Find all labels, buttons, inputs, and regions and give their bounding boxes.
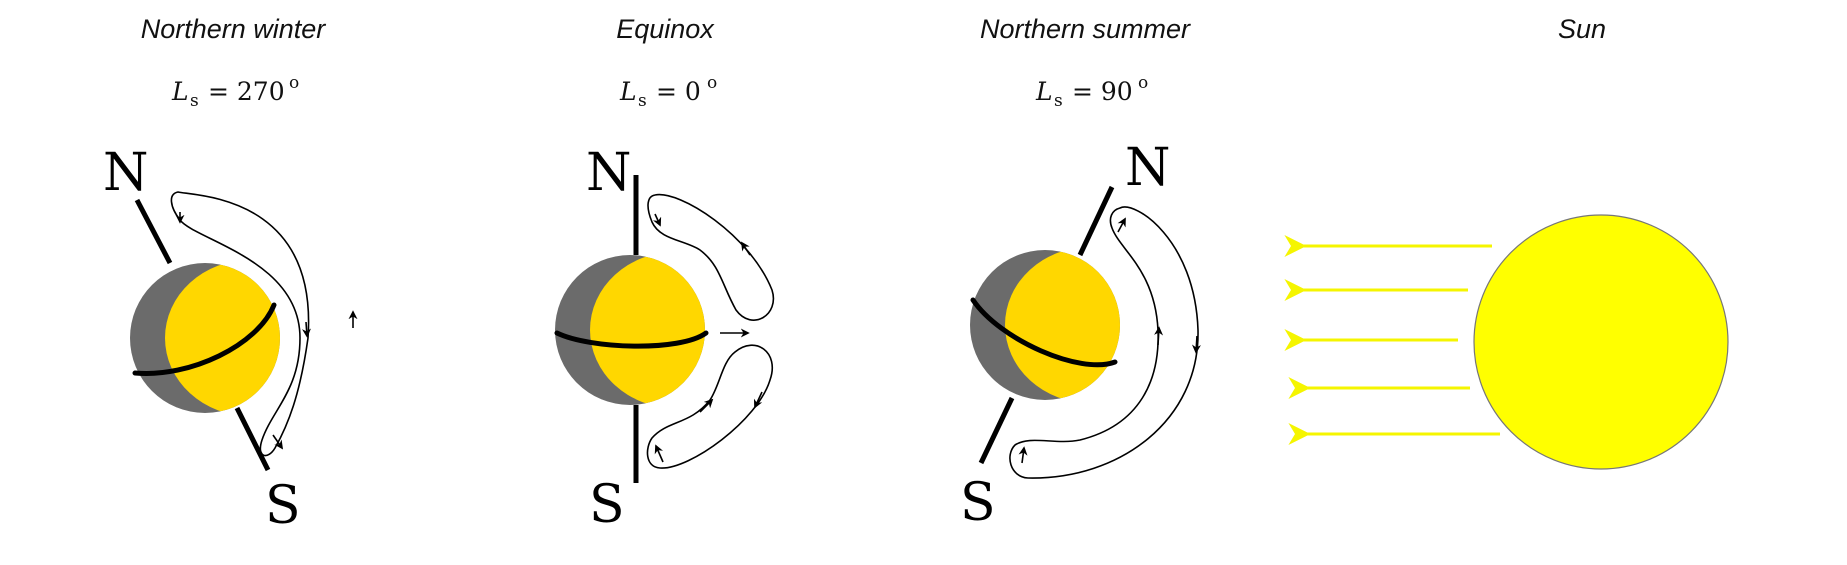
circulation-cell-north <box>647 193 775 321</box>
panel-sun: Sun <box>1284 14 1729 470</box>
south-pole-label: S <box>589 475 625 535</box>
ls-subscript: s <box>1054 91 1063 111</box>
sun-rays <box>1284 235 1500 445</box>
panel-title: Equinox <box>616 14 715 44</box>
flow-arrow <box>301 321 311 338</box>
panel-northern-summer: Northern summer L s = 90 o N S <box>960 14 1201 533</box>
south-pole-label: S <box>265 476 301 536</box>
circulation-cell-south <box>646 344 773 469</box>
panel-title: Northern summer <box>980 14 1191 44</box>
flow-arrow <box>272 434 284 450</box>
equator <box>132 302 277 376</box>
ls-subscript: s <box>638 91 647 111</box>
ls-degree: o <box>289 73 299 93</box>
flow-arrow <box>741 241 751 256</box>
day-side <box>590 255 705 405</box>
ls-degree: o <box>1138 73 1148 93</box>
north-pole-label: N <box>586 143 632 203</box>
circulation-cell <box>1009 206 1201 479</box>
flow-arrow <box>753 391 763 409</box>
equator <box>970 297 1118 368</box>
equator <box>554 330 709 349</box>
panel-equinox: Equinox L s = 0 o N S <box>554 14 775 535</box>
ls-subscript: s <box>190 91 199 111</box>
rotation-axis-south <box>978 396 1015 465</box>
panel-title: Northern winter <box>141 14 327 44</box>
panel-title: Sun <box>1558 14 1606 44</box>
planet <box>970 250 1120 400</box>
ls-symbol: L <box>619 77 637 106</box>
flow-arrow <box>1191 335 1201 354</box>
circulation-loop <box>170 191 310 457</box>
circulation-loop <box>1009 206 1199 479</box>
flow-arrow <box>1018 446 1028 464</box>
ls-symbol: L <box>1035 77 1053 106</box>
ls-degree: o <box>707 73 717 93</box>
solar-longitude-label: L s = 90 o <box>1035 73 1148 111</box>
rotation-axis-north <box>134 198 173 265</box>
circulation-cell <box>170 191 358 457</box>
solar-longitude-label: L s = 0 o <box>619 73 717 111</box>
ls-symbol: L <box>171 77 189 106</box>
ls-value: = 0 <box>656 77 701 106</box>
flow-arrow <box>654 444 664 463</box>
rotation-axis-south <box>234 406 271 472</box>
flow-arrow <box>1154 326 1164 346</box>
planet <box>130 263 280 413</box>
flow-arrow <box>652 213 662 227</box>
north-pole-label: N <box>103 143 149 203</box>
ls-value: = 270 <box>208 77 285 106</box>
planet <box>554 255 709 405</box>
circulation-loop <box>647 193 775 321</box>
south-pole-label: S <box>960 473 996 533</box>
day-side <box>1005 250 1120 400</box>
solar-longitude-label: L s = 270 o <box>171 73 299 111</box>
panel-northern-winter: Northern winter L s = 270 o N S <box>103 14 358 536</box>
sun-disk <box>1473 214 1729 470</box>
flow-arrow <box>699 398 714 413</box>
rotation-axis-north <box>1077 185 1115 257</box>
north-pole-label: N <box>1125 138 1171 198</box>
ls-value: = 90 <box>1072 77 1133 106</box>
flow-arrow <box>1117 217 1126 233</box>
